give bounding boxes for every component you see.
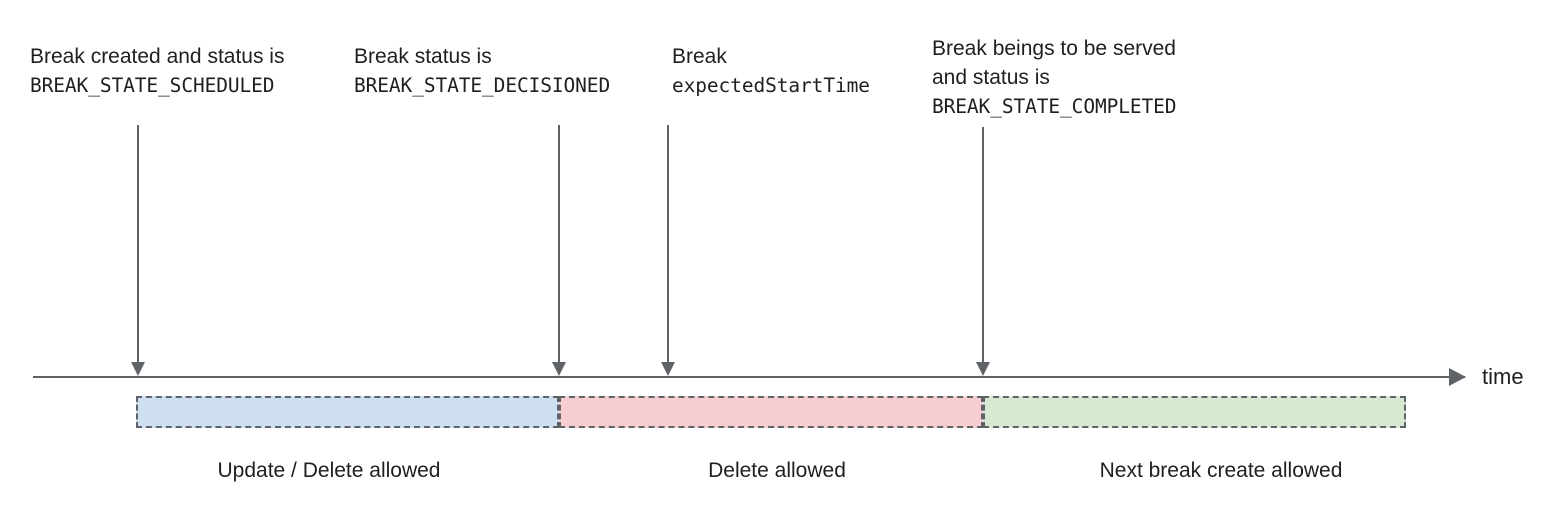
arrow-down-icon-break-completed (975, 127, 991, 376)
annotation-line: and status is (932, 66, 1050, 89)
annotation-break-created: Break created and status is BREAK_STATE_… (30, 42, 284, 100)
annotation-line-code: BREAK_STATE_SCHEDULED (30, 74, 275, 97)
phase-caption-next-break-create-allowed: Next break create allowed (1099, 459, 1343, 482)
annotation-line: Break beings to be served (932, 37, 1176, 60)
phase-caption-delete-allowed: Delete allowed (708, 459, 846, 482)
phase-bar-update-delete-allowed (136, 396, 559, 428)
arrow-head (661, 362, 675, 376)
phase-caption-update-delete-allowed: Update / Delete allowed (217, 459, 441, 482)
arrow-head (552, 362, 566, 376)
annotation-break-completed: Break beings to be served and status is … (932, 34, 1177, 121)
annotation-line: Break status is (354, 45, 492, 68)
annotation-line-code: BREAK_STATE_DECISIONED (354, 74, 611, 97)
arrow-down-icon-break-created (130, 125, 146, 376)
annotation-break-decisioned: Break status is BREAK_STATE_DECISIONED (354, 42, 610, 100)
annotation-line-code: BREAK_STATE_COMPLETED (932, 95, 1177, 118)
phase-bar-delete-allowed (559, 396, 983, 428)
annotation-break-expected-start-time: Break expectedStartTime (672, 42, 870, 100)
annotation-line: Break (672, 45, 727, 68)
arrow-shaft (667, 125, 669, 363)
arrow-down-icon-break-decisioned (551, 125, 567, 376)
annotation-line-code: expectedStartTime (672, 74, 870, 97)
arrow-head (976, 362, 990, 376)
time-axis-line (33, 376, 1465, 378)
annotation-line: Break created and status is (30, 45, 285, 68)
arrow-head (131, 362, 145, 376)
arrow-right-icon-time-axis (1449, 368, 1466, 386)
time-axis-label: time (1482, 364, 1524, 389)
arrow-shaft (137, 125, 139, 363)
arrow-shaft (982, 127, 984, 363)
phase-bar-next-break-create-allowed (983, 396, 1406, 428)
arrow-down-icon-break-expected-start-time (660, 125, 676, 376)
arrow-shaft (558, 125, 560, 363)
